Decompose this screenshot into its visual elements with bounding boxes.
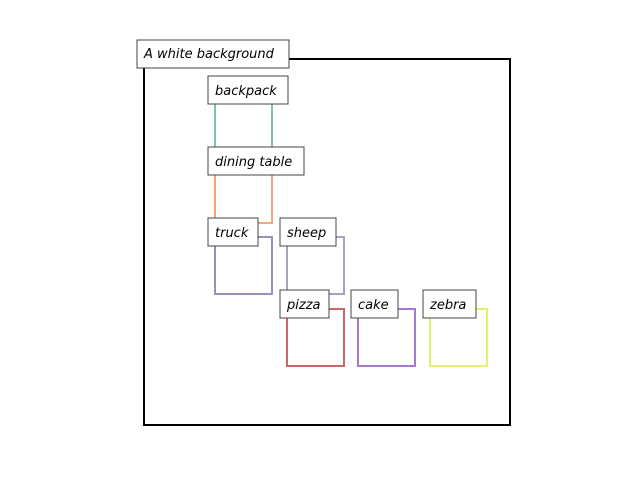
- label-pizza: pizza: [286, 298, 321, 313]
- label-zebra: zebra: [429, 298, 466, 313]
- label-dining-table: dining table: [215, 155, 292, 170]
- label-box-dining-table: [207, 146, 305, 176]
- canvas-frame: [143, 58, 511, 426]
- label-box-truck: [207, 217, 259, 247]
- background-label-tag: A white background: [136, 39, 290, 69]
- object-labels: backpack dining table truck sheep pizza cake z…: [207, 75, 477, 319]
- label-box-backpack: [207, 75, 289, 105]
- label-backpack: backpack: [215, 84, 277, 99]
- label-sheep: sheep: [287, 226, 326, 241]
- label-truck: truck: [215, 226, 249, 241]
- background-label: A white background: [143, 47, 275, 62]
- label-box-zebra: [422, 289, 477, 319]
- label-box-sheep: [279, 217, 337, 247]
- label-cake: cake: [358, 298, 389, 313]
- label-box-pizza: [279, 289, 330, 319]
- label-box-cake: [350, 289, 399, 319]
- background-label-box: [136, 39, 290, 69]
